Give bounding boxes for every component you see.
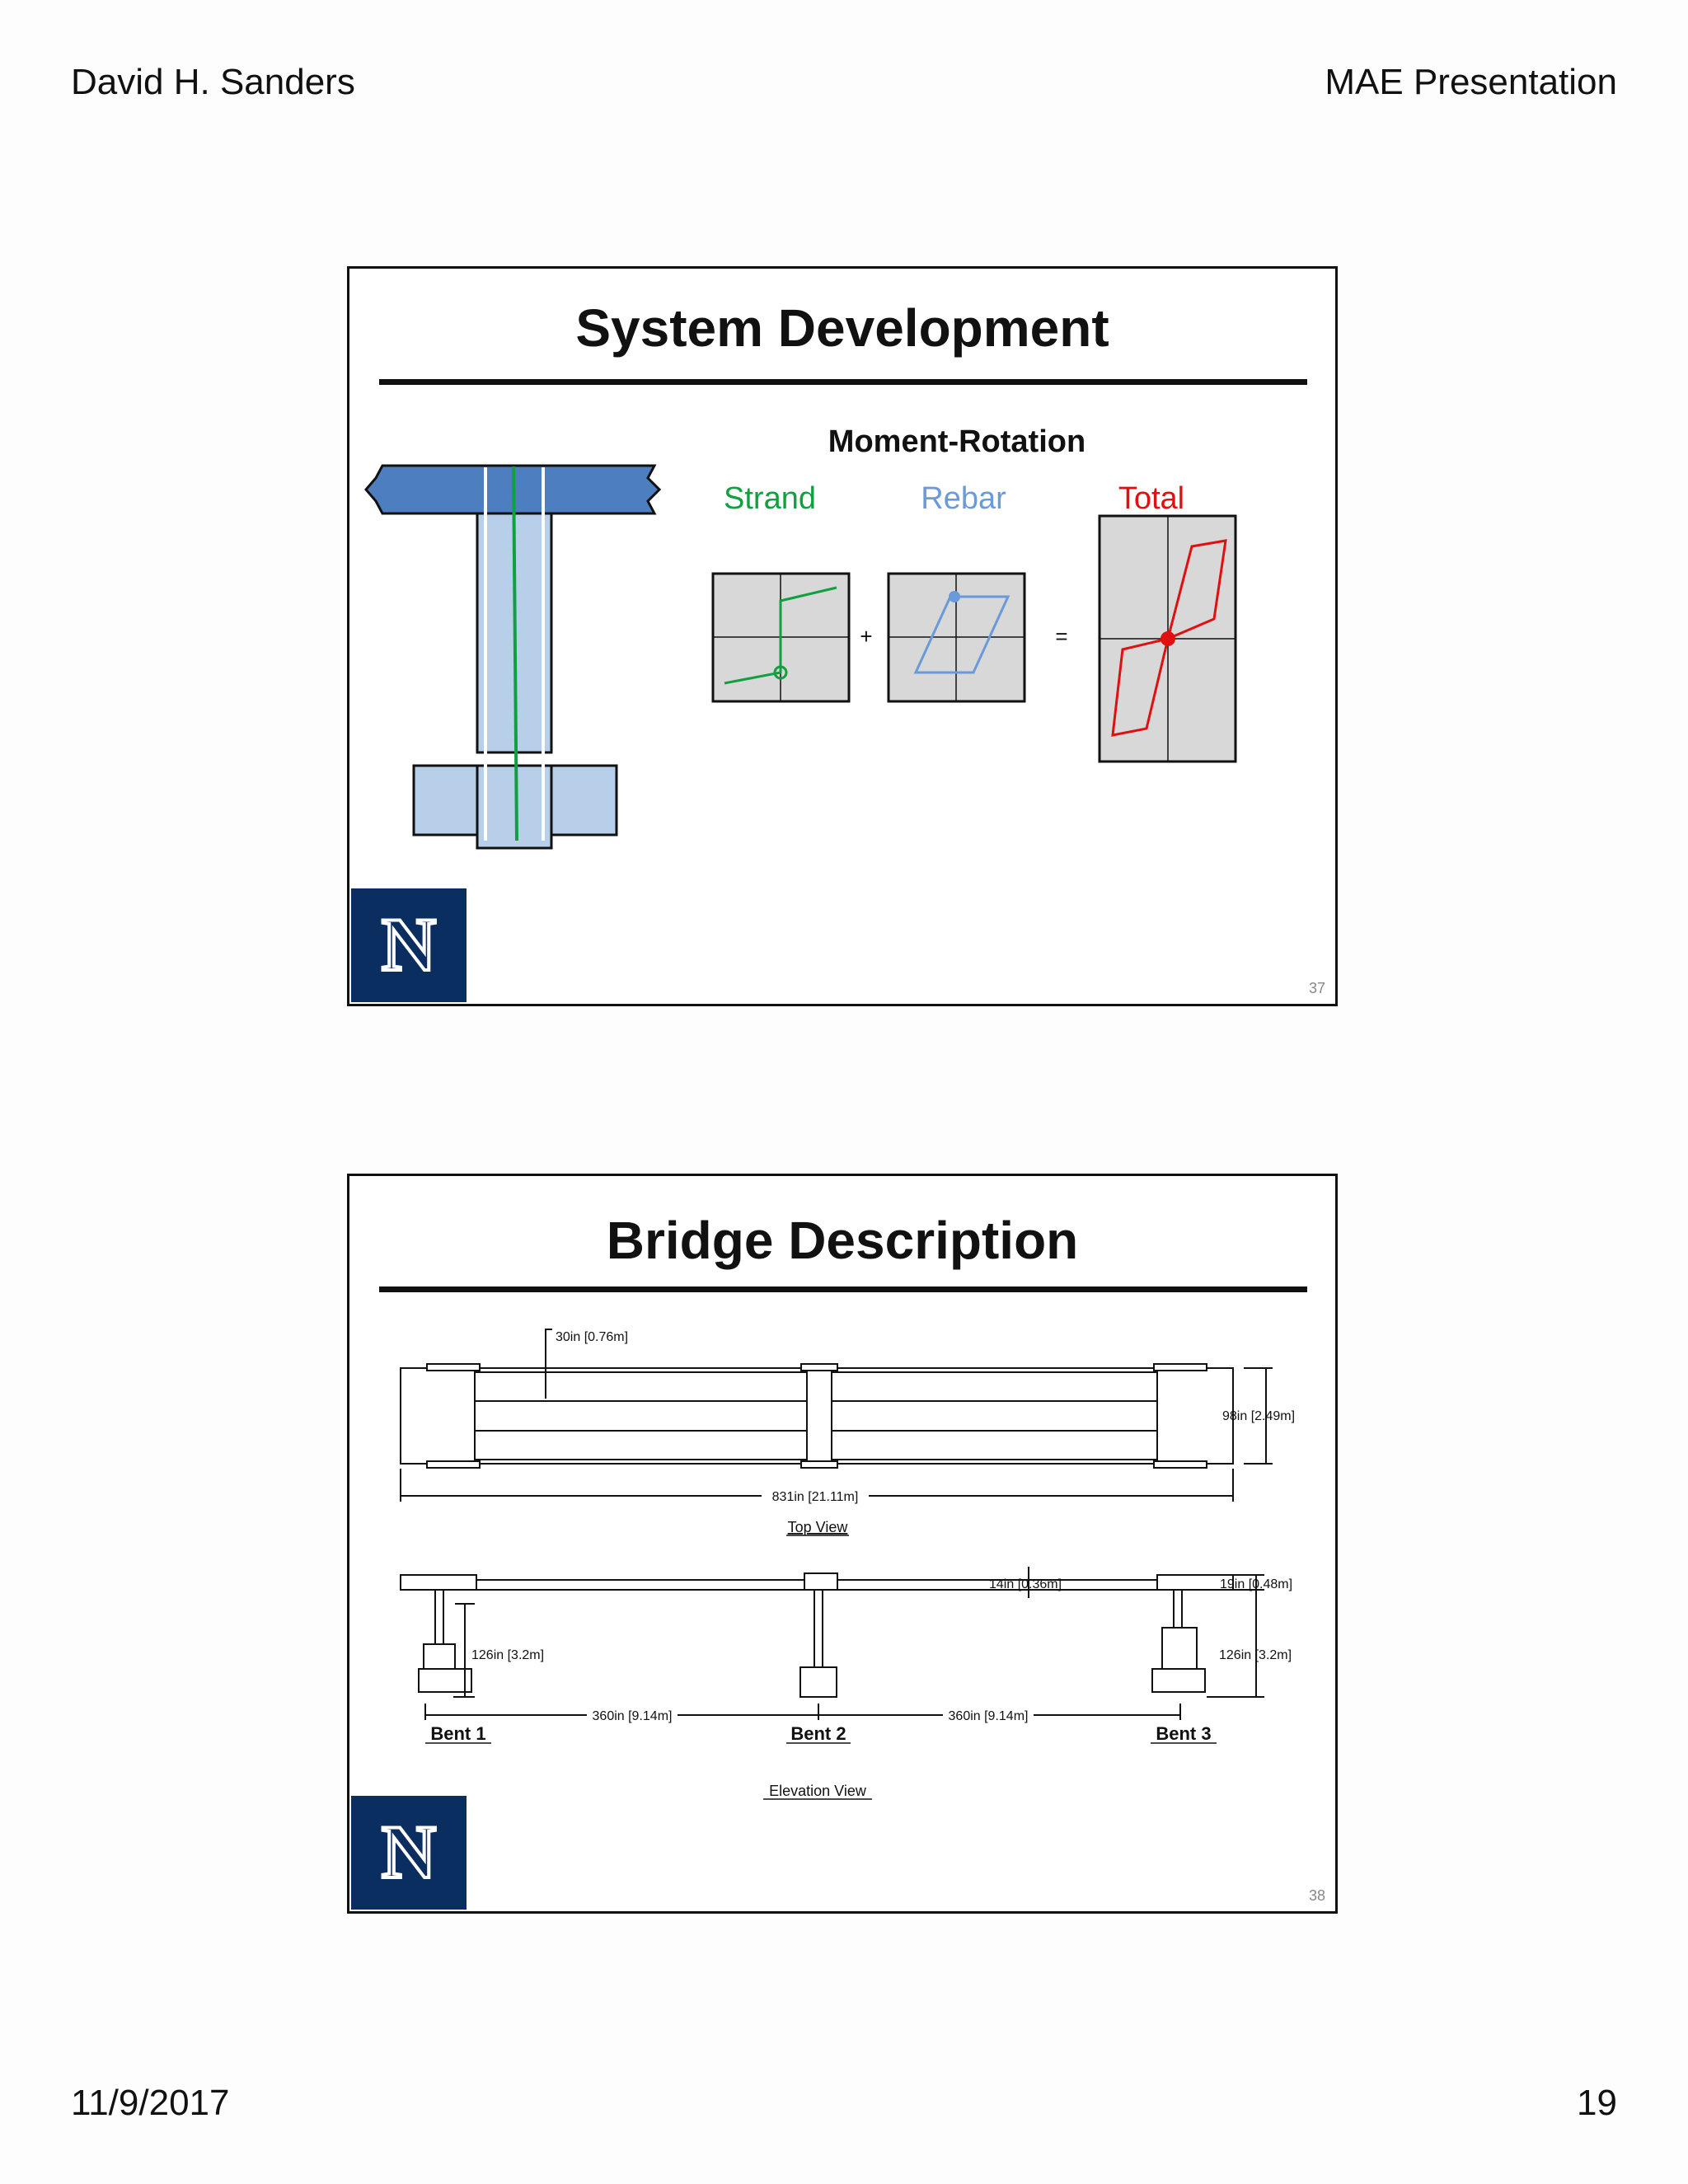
title-rule [379,1286,1307,1292]
equals-operator: = [1055,624,1067,649]
footer-date: 11/9/2017 [71,2083,230,2123]
total-label: Total [1118,481,1184,516]
rebar-plot [887,572,1026,703]
top-view-drawing [400,1329,1273,1502]
bent-3-label: Bent 3 [1156,1723,1211,1744]
total-plot [1098,514,1237,763]
bent-1-label: Bent 1 [430,1723,485,1744]
slide-bridge-description: Bridge Description [347,1174,1338,1914]
top-view-caption: Top View [788,1519,849,1535]
slide-title: Bridge Description [606,1211,1079,1270]
dim-length-label: 831in [21.11m] [772,1490,859,1504]
slide-system-development: System Development Moment-Rotation Stran… [347,266,1338,1006]
dim-span-1-label: 360in [9.14m] [593,1709,673,1723]
dim-width-label: 30in [0.76m] [556,1330,628,1344]
dim-cap-label: 19in [0.48m] [1220,1577,1292,1591]
title-rule [379,379,1307,385]
rebar-label: Rebar [921,481,1006,516]
diagram-heading: Moment-Rotation [828,424,1085,459]
header-author: David H. Sanders [71,62,355,102]
plus-operator: + [860,624,872,649]
moment-rotation-diagram: Moment-Rotation Strand Rebar Total + = [364,424,1237,850]
bridge-drawing: 30in [0.76m] 98in [2.49m] 831in [21.11m]… [400,1329,1295,1800]
dim-span-2-label: 360in [9.14m] [949,1709,1029,1723]
dim-height-left-label: 126in [3.2m] [471,1648,544,1662]
dim-height-right-label: 126in [3.2m] [1219,1648,1292,1662]
university-logo: N [351,888,467,1002]
strand-label: Strand [724,481,816,516]
strand-plot [711,572,851,703]
strand-line [512,466,518,841]
elevation-view-drawing [400,1567,1264,1720]
dim-depth-label: 98in [2.49m] [1222,1409,1295,1423]
slide-title: System Development [575,298,1109,358]
elevation-view-caption: Elevation View [769,1783,867,1799]
slide-page-number: 37 [1308,980,1325,996]
dim-deck-label: 14in [0.36m] [989,1577,1062,1591]
header-presentation-title: MAE Presentation [1325,62,1617,102]
footer-page-number: 19 [1577,2083,1617,2123]
column-base [476,764,553,850]
university-logo: N [351,1796,467,1910]
column-section-drawing [364,464,662,850]
slide-page-number: 38 [1308,1887,1325,1904]
bent-2-label: Bent 2 [790,1723,846,1744]
